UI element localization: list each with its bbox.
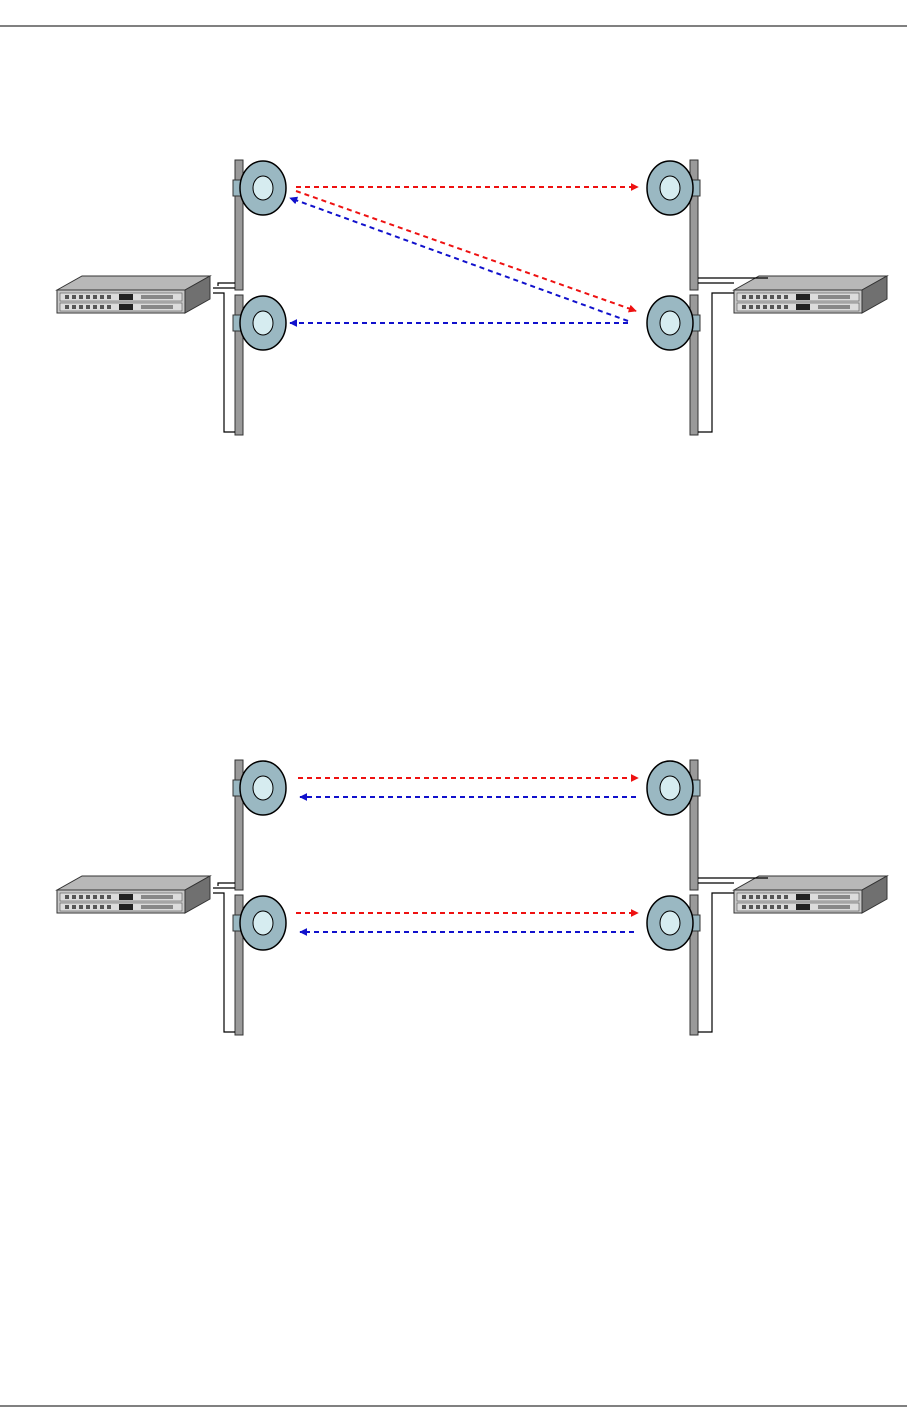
antenna-center (660, 311, 680, 335)
antenna-center (253, 776, 273, 800)
rack-port (93, 295, 97, 299)
rack-port (72, 305, 76, 309)
rack-port (763, 905, 767, 909)
rack-port (65, 295, 69, 299)
cable (213, 893, 235, 1032)
left-rack-server (57, 276, 210, 313)
rack-port (749, 895, 753, 899)
rack-port (100, 905, 104, 909)
rack-port (86, 295, 90, 299)
rack-display (796, 904, 810, 910)
rack-port (777, 895, 781, 899)
cable (218, 283, 235, 286)
rack-display (796, 294, 810, 300)
rack-port (770, 295, 774, 299)
cable (698, 893, 734, 1032)
rack-port (742, 905, 746, 909)
rack-port (100, 305, 104, 309)
cross-polarized-link-diagram (57, 160, 887, 435)
rack-slot (818, 905, 850, 909)
server-top (57, 276, 210, 290)
rack-display (119, 304, 133, 310)
left-rack-server (57, 876, 210, 913)
arrow-right-bottom-to-left-top (290, 198, 628, 321)
rack-port (65, 895, 69, 899)
rack-port (93, 895, 97, 899)
rack-port (763, 895, 767, 899)
server-top (57, 876, 210, 890)
rack-port (72, 295, 76, 299)
rack-port (100, 295, 104, 299)
rack-port (749, 905, 753, 909)
rack-display (796, 894, 810, 900)
rack-port (770, 305, 774, 309)
rack-port (93, 305, 97, 309)
antenna-center (253, 311, 273, 335)
rack-port (72, 905, 76, 909)
antenna-center (660, 776, 680, 800)
rack-port (79, 305, 83, 309)
rack-display (119, 894, 133, 900)
rack-slot (141, 295, 173, 299)
rack-slot (818, 895, 850, 899)
rack-port (107, 295, 111, 299)
rack-port (784, 295, 788, 299)
rack-port (756, 905, 760, 909)
rack-display (119, 294, 133, 300)
rack-port (756, 295, 760, 299)
rack-port (65, 905, 69, 909)
arrow-left-top-to-right-bottom (296, 191, 636, 311)
rack-port (86, 895, 90, 899)
rack-port (770, 895, 774, 899)
rack-slot (141, 305, 173, 309)
rack-port (107, 895, 111, 899)
rack-port (784, 305, 788, 309)
rack-slot (818, 305, 850, 309)
parallel-link-diagram (57, 760, 887, 1035)
rack-port (742, 295, 746, 299)
rack-port (756, 895, 760, 899)
rack-port (93, 905, 97, 909)
rack-port (86, 905, 90, 909)
rack-port (777, 305, 781, 309)
rack-port (749, 295, 753, 299)
rack-port (65, 305, 69, 309)
right-rack-server (734, 276, 887, 313)
rack-display (119, 904, 133, 910)
rack-slot (141, 905, 173, 909)
rack-port (72, 895, 76, 899)
rack-port (784, 905, 788, 909)
rack-display (796, 304, 810, 310)
rack-port (86, 305, 90, 309)
rack-slot (818, 295, 850, 299)
rack-port (763, 305, 767, 309)
rack-port (79, 905, 83, 909)
rack-port (100, 895, 104, 899)
rack-port (107, 305, 111, 309)
rack-port (79, 295, 83, 299)
antenna-center (253, 911, 273, 935)
rack-port (756, 305, 760, 309)
cable (218, 883, 235, 886)
rack-port (770, 905, 774, 909)
rack-port (79, 895, 83, 899)
rack-port (777, 295, 781, 299)
right-rack-server (734, 876, 887, 913)
antenna-center (253, 176, 273, 200)
cable (698, 293, 734, 432)
rack-port (742, 305, 746, 309)
rack-port (749, 305, 753, 309)
rack-slot (141, 895, 173, 899)
rack-port (763, 295, 767, 299)
antenna-center (660, 176, 680, 200)
rack-port (742, 895, 746, 899)
rack-port (777, 905, 781, 909)
antenna-center (660, 911, 680, 935)
rack-port (107, 905, 111, 909)
cable (213, 293, 235, 432)
rack-port (784, 895, 788, 899)
